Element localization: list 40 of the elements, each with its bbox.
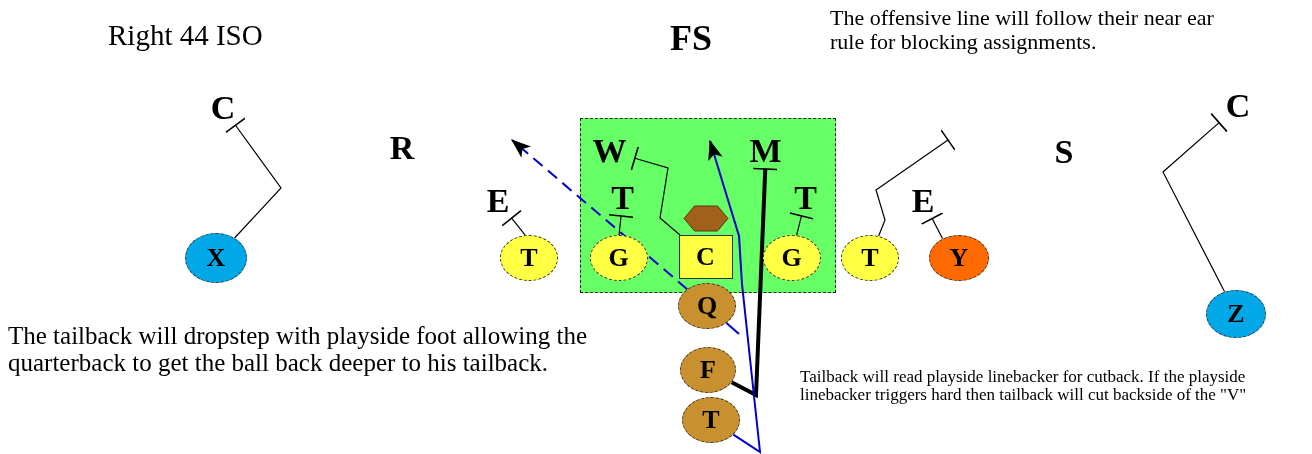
defender-label: C [1221, 92, 1255, 120]
defender-label: S [1049, 138, 1079, 166]
defender-label: T [608, 183, 637, 212]
block-line [630, 145, 681, 236]
block-line [875, 129, 956, 237]
zone-box [580, 118, 836, 293]
block-line [789, 212, 814, 236]
defender-label: E [485, 187, 511, 215]
note-text: The offensive line will follow their near ear rule for blocking assignments. [830, 6, 1215, 54]
route-arrow [511, 139, 689, 291]
hexagon-marker [682, 204, 729, 232]
block-line [225, 117, 282, 239]
block-line [920, 212, 944, 240]
path-line [725, 322, 740, 335]
route-arrow [708, 139, 762, 454]
player-circle: T [841, 235, 899, 281]
defender-label: T [791, 183, 820, 212]
player-circle: T [682, 397, 740, 443]
center-square: C [678, 234, 733, 279]
play-title: Right 44 ISO [108, 20, 263, 52]
player-circle: Q [678, 283, 736, 329]
note-text: The tailback will dropstep with playside foot allowing the quarterback to get the ball back deeper to his tailback. [8, 322, 589, 376]
player-circle: G [589, 234, 648, 281]
defender-label: C [206, 94, 240, 122]
player-circle: T [500, 235, 558, 281]
block-line [1162, 112, 1228, 293]
defender-label: E [909, 187, 937, 215]
defender-label: R [385, 134, 419, 162]
defender-label: FS [662, 22, 720, 54]
defender-label: W [588, 136, 631, 165]
player-circle: F [680, 347, 736, 393]
player-circle: X [185, 233, 247, 283]
player-circle: G [762, 234, 821, 281]
block-line [608, 213, 634, 236]
block-line [730, 167, 779, 399]
block-line [501, 209, 526, 236]
player-circle: Z [1206, 290, 1266, 338]
note-text: Tailback will read playside linebacker for cutback. If the playside linebacker triggers hard then tailback will cut backside of the "V" [800, 368, 1248, 405]
defender-label: M [743, 136, 788, 165]
player-circle: Y [929, 235, 989, 281]
